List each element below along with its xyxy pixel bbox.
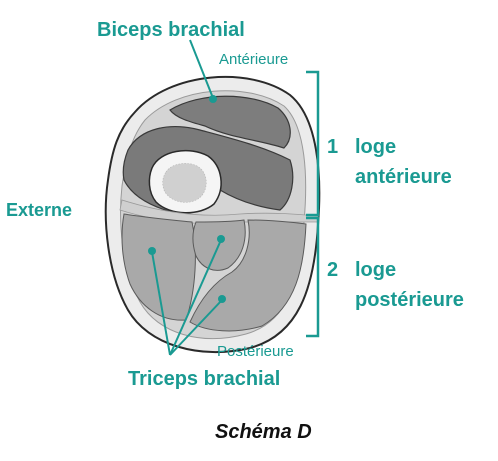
anterior-bracket xyxy=(306,70,320,217)
triceps-label: Triceps brachial xyxy=(128,368,280,390)
posterior-small-label: Postérieure xyxy=(217,343,294,360)
anterior-compartment-line2: antérieure xyxy=(355,166,452,188)
bone-marrow xyxy=(162,163,207,203)
anterior-small-label: Antérieure xyxy=(219,51,288,68)
anterior-compartment-line1: loge xyxy=(355,136,396,158)
external-label: Externe xyxy=(6,200,72,220)
posterior-compartment-line1: loge xyxy=(355,259,396,281)
biceps-label: Biceps brachial xyxy=(97,19,245,41)
figure-caption: Schéma D xyxy=(215,421,312,443)
triceps-pointers xyxy=(148,235,226,356)
posterior-bracket xyxy=(306,216,320,338)
posterior-compartment-line2: postérieure xyxy=(355,289,464,311)
biceps-muscle xyxy=(169,95,291,149)
biceps-pointer xyxy=(189,39,217,103)
anterior-compartment-number: 1 xyxy=(327,136,338,158)
posterior-compartment-number: 2 xyxy=(327,259,338,281)
